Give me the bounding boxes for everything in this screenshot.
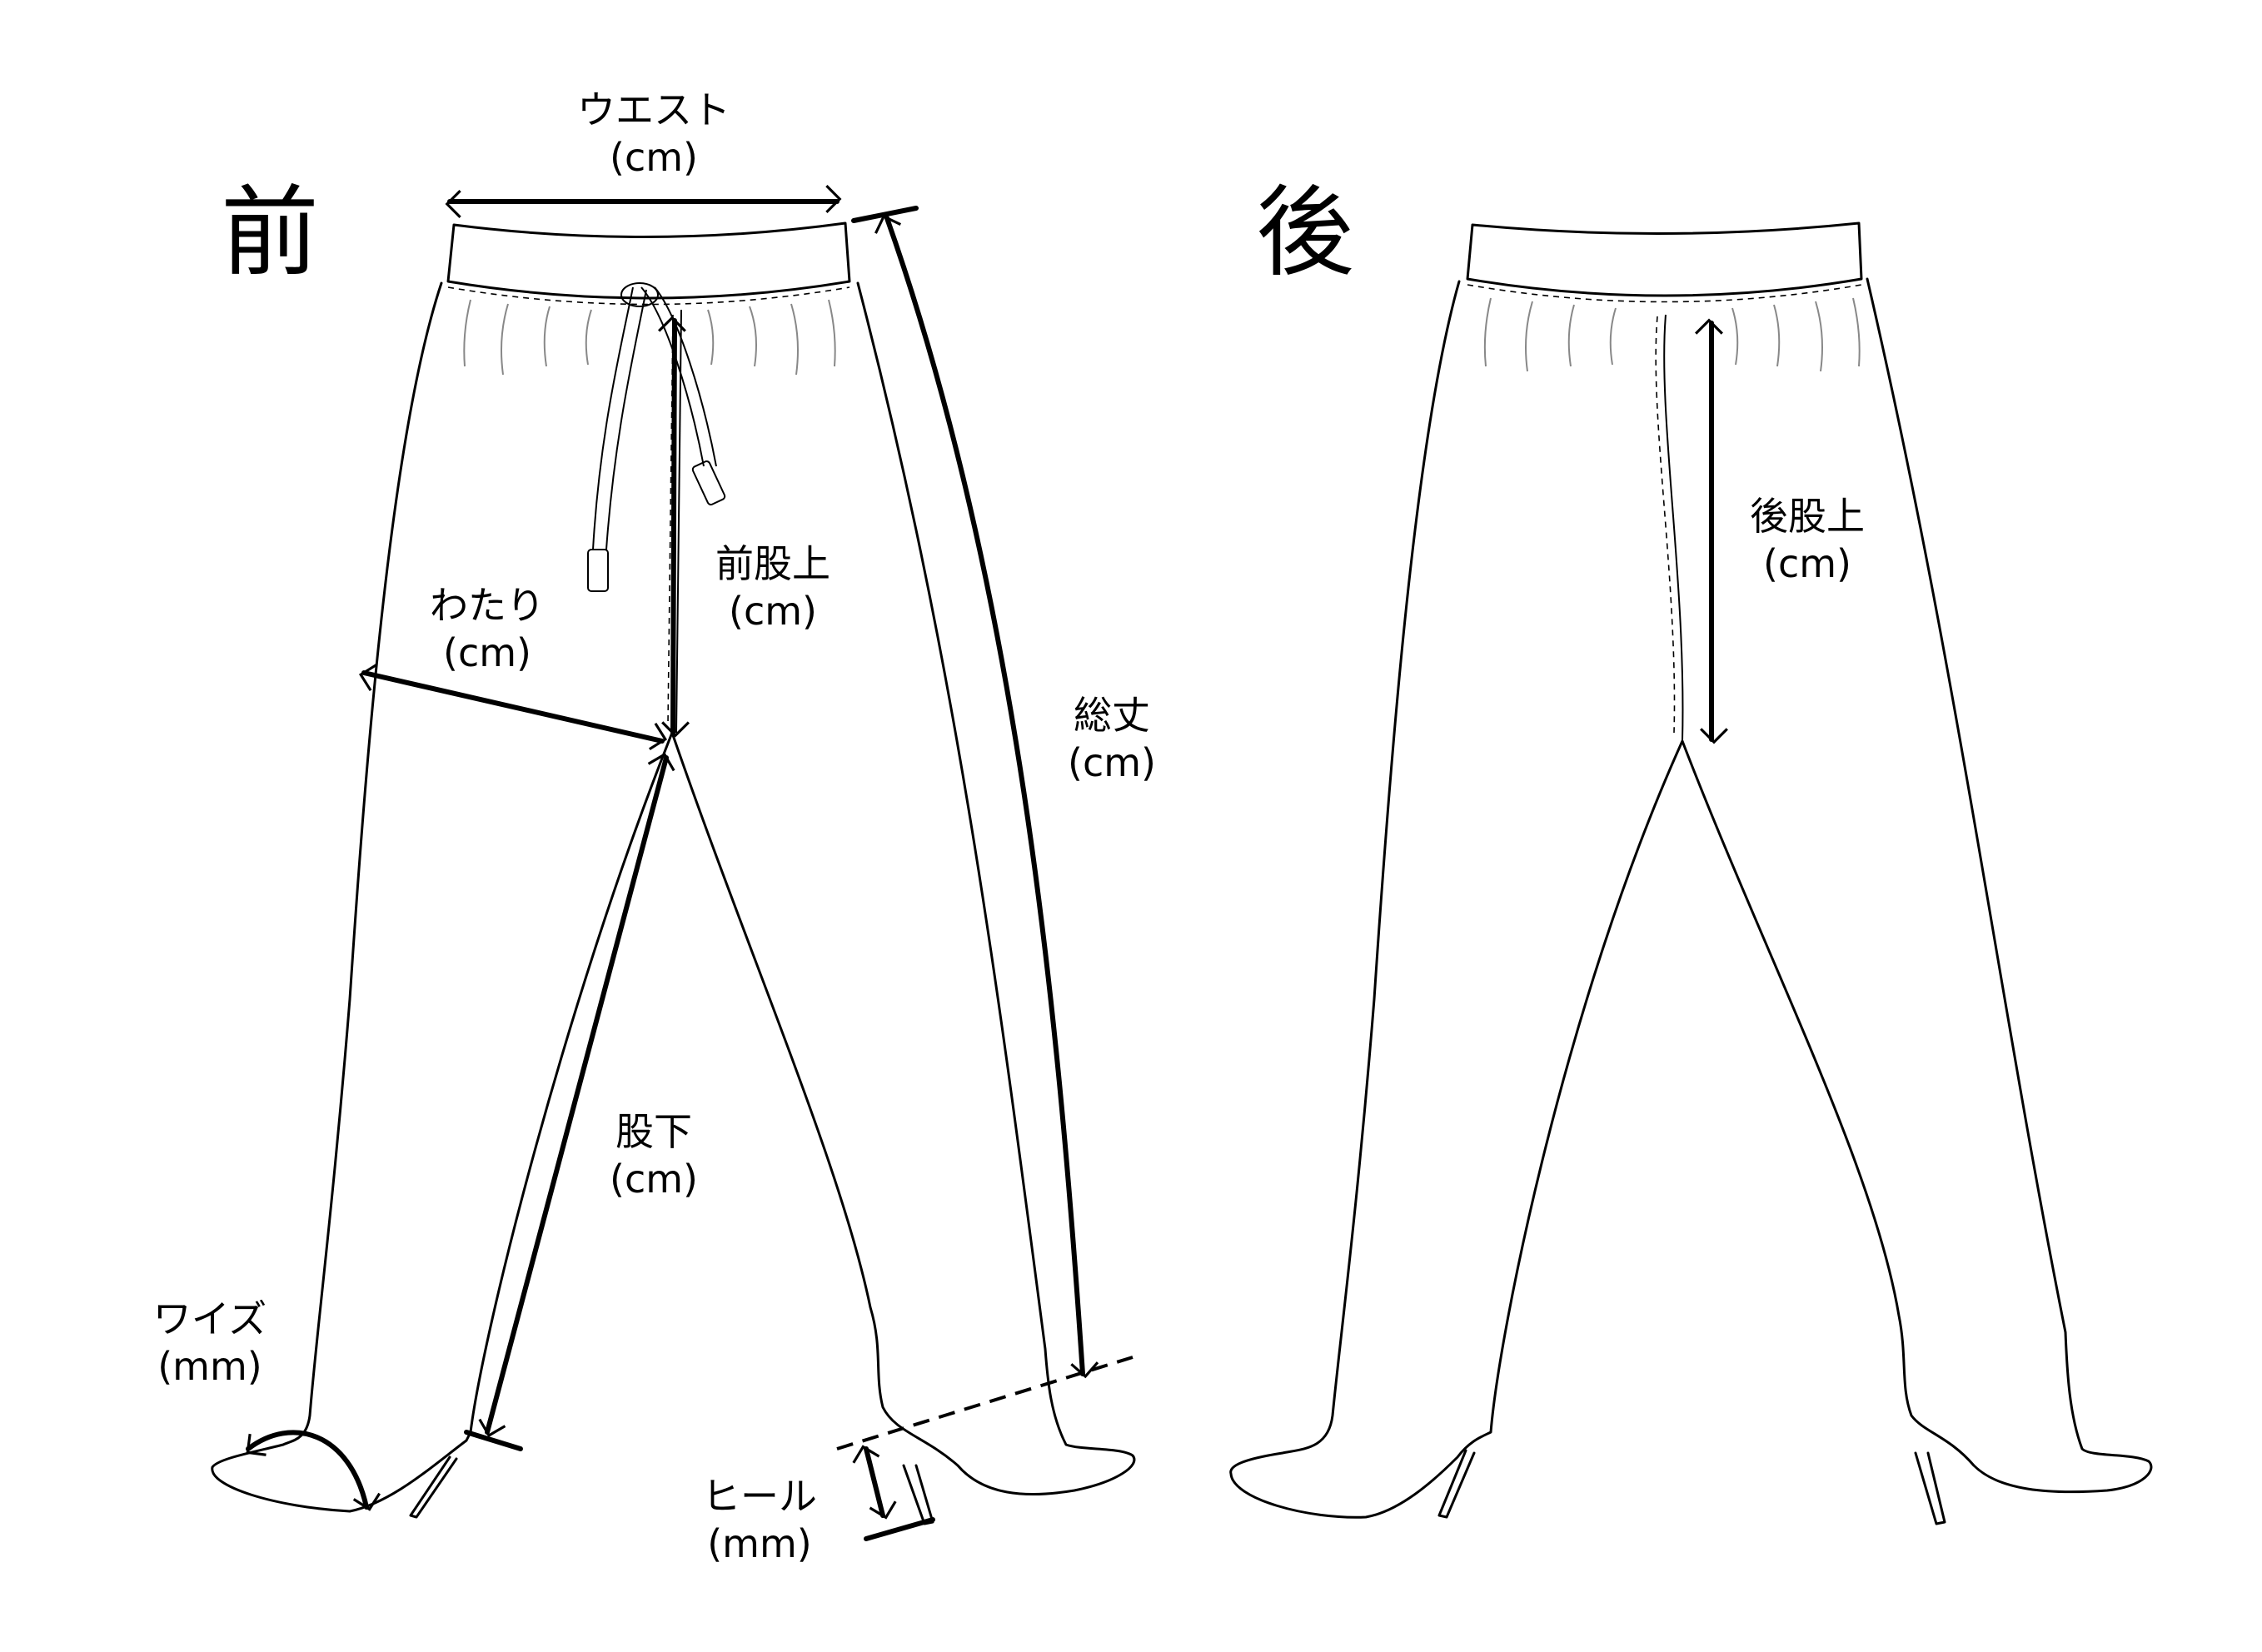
width-unit: (mm) [157,1344,262,1389]
inseam-arrow [478,752,675,1438]
thigh-label: わたり [430,583,545,628]
inseam-unit: (cm) [610,1157,698,1202]
width-label: ワイズ [153,1296,267,1341]
back-center-stitch [1655,316,1676,734]
inseam-label: 股下 [615,1109,692,1154]
heel-bottom-tick [864,1517,935,1541]
length-unit: (cm) [1068,740,1156,785]
back-rise-label: 後股上 [1750,494,1865,539]
back-heel-left [1437,1449,1476,1519]
width-arc [246,1430,381,1511]
drawstring [587,282,726,592]
back-view-title: 後 [1256,175,1354,290]
thigh-unit: (cm) [443,630,531,675]
back-view [1229,221,2153,1525]
front-measurements [246,185,1133,1541]
front-heel [409,1455,458,1519]
back-rise-unit: (cm) [1763,541,1851,586]
front-rise-arrow [657,316,690,738]
heel-arrow [852,1445,897,1520]
front-waistband [446,221,851,300]
front-gathers [463,299,836,376]
waist-label: ウエスト [577,87,730,132]
waist-unit: (cm) [610,135,698,180]
back-gathers [1483,297,1861,372]
front-pants-outline [211,281,1136,1513]
front-heel-right [902,1464,934,1525]
thigh-arrow [358,663,668,751]
back-pants-outline [1229,277,2153,1519]
heel-unit: (mm) [707,1521,812,1566]
front-rise-unit: (cm) [729,589,817,634]
inseam-tick [464,1430,523,1451]
length-label: 総丈 [1074,693,1150,738]
front-rise-label: 前股上 [715,541,830,586]
front-waistband-stitch [447,286,850,306]
back-center-seam [1663,314,1684,742]
length-top-tick [851,206,919,223]
front-view-title: 前 [221,175,319,290]
back-waistband-stitch [1467,284,1862,303]
heel-label: ヒール [702,1474,817,1519]
back-heel-right [1914,1451,1946,1525]
back-waistband [1466,221,1863,297]
length-arrow [874,214,1099,1379]
